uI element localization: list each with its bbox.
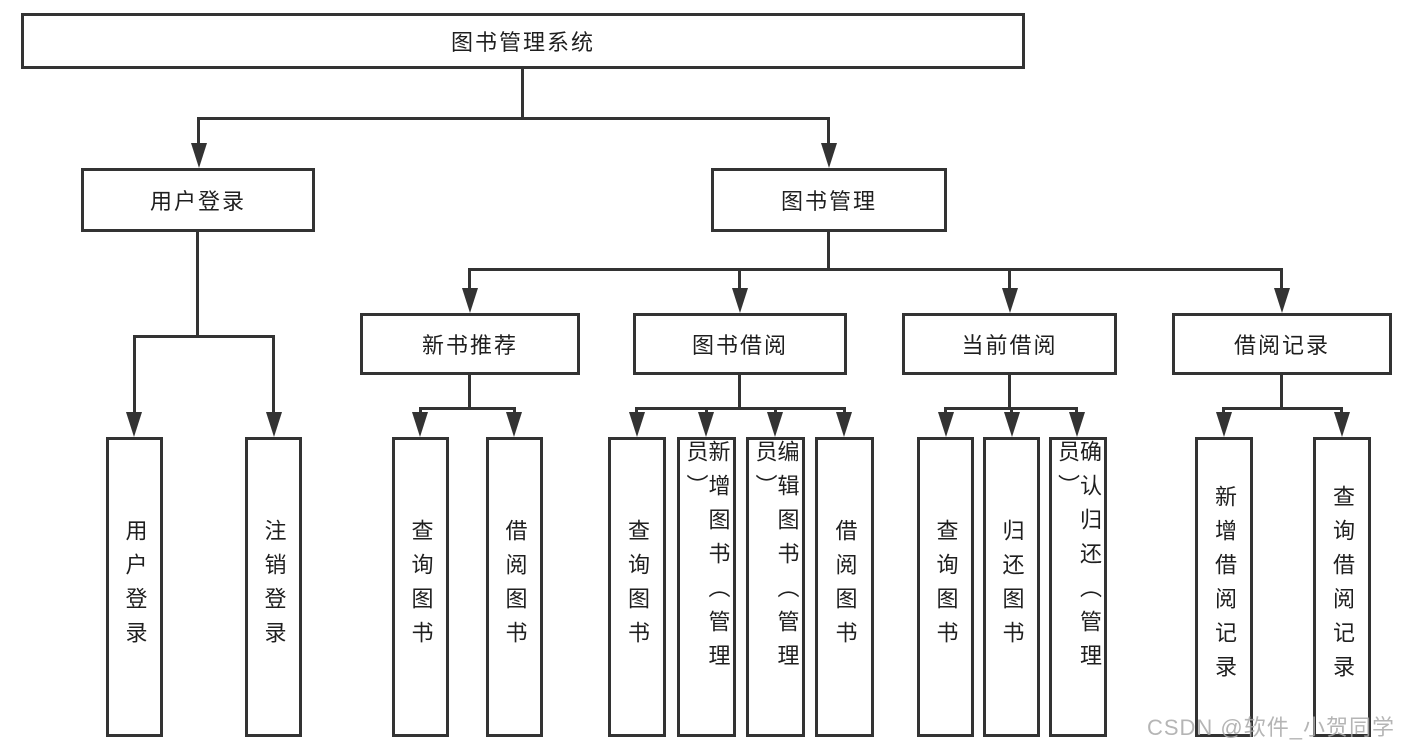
arrowhead-down-icon: [938, 412, 954, 437]
node-leaf-borrow-book-1: 借阅图书: [486, 437, 543, 737]
node-new-book-recommend: 新书推荐: [360, 313, 580, 375]
arrowhead-down-icon: [836, 412, 852, 437]
connector-line: [827, 232, 830, 270]
arrowhead-down-icon: [1334, 412, 1350, 437]
csdn-watermark: CSDN @软件_小贺同学: [1146, 715, 1395, 740]
connector-line: [738, 268, 741, 292]
connector-line: [468, 375, 471, 409]
connector-line: [272, 335, 275, 417]
leaf-label: 查询图书: [625, 519, 650, 655]
node-borrow-record: 借阅记录: [1172, 313, 1392, 375]
leaf-label: 编辑图书（管理员）: [752, 440, 800, 678]
arrowhead-down-icon: [506, 412, 522, 437]
leaf-label: 注销登录: [261, 519, 287, 655]
arrowhead-down-icon: [266, 412, 282, 437]
connector-line: [468, 268, 471, 292]
arrowhead-down-icon: [412, 412, 428, 437]
connector-line: [1222, 407, 1342, 410]
leaf-label: 用户登录: [122, 519, 148, 655]
node-leaf-user-login: 用户登录: [106, 437, 163, 737]
leaf-label: 借阅图书: [502, 519, 528, 655]
leaf-label: 查询图书: [933, 519, 959, 655]
node-root: 图书管理系统: [21, 13, 1025, 69]
connector-line: [738, 375, 741, 409]
connector-line: [197, 117, 830, 120]
connector-line: [133, 335, 136, 417]
connector-line: [1280, 268, 1283, 292]
node-leaf-logout: 注销登录: [245, 437, 302, 737]
node-leaf-add-book: 新增图书（管理员）: [677, 437, 736, 737]
node-leaf-borrow-book-2: 借阅图书: [815, 437, 874, 737]
connector-line: [196, 232, 199, 336]
leaf-label: 查询图书: [408, 519, 434, 655]
arrowhead-down-icon: [462, 288, 478, 313]
node-book-management: 图书管理: [711, 168, 947, 232]
connector-line: [635, 407, 845, 410]
arrowhead-down-icon: [191, 143, 207, 168]
node-current-borrow: 当前借阅: [902, 313, 1117, 375]
leaf-label: 新增图书（管理员）: [683, 440, 731, 678]
node-leaf-add-borrow-record: 新增借阅记录: [1195, 437, 1253, 737]
arrowhead-down-icon: [732, 288, 748, 313]
arrowhead-down-icon: [126, 412, 142, 437]
connector-line: [468, 268, 1283, 271]
node-user-login: 用户登录: [81, 168, 315, 232]
node-leaf-query-borrow-record: 查询借阅记录: [1313, 437, 1371, 737]
arrowhead-down-icon: [698, 412, 714, 437]
connector-line: [521, 68, 524, 120]
connector-line: [419, 407, 516, 410]
node-leaf-query-book-2: 查询图书: [608, 437, 666, 737]
arrowhead-down-icon: [821, 143, 837, 168]
leaf-label: 新增借阅记录: [1212, 485, 1237, 689]
node-leaf-confirm-return: 确认归还（管理员）: [1049, 437, 1107, 737]
connector-line: [1280, 375, 1283, 409]
connector-line: [197, 117, 200, 147]
arrowhead-down-icon: [629, 412, 645, 437]
connector-line: [1008, 375, 1011, 409]
leaf-label: 查询借阅记录: [1330, 485, 1355, 689]
connector-line: [827, 117, 830, 147]
arrowhead-down-icon: [1216, 412, 1232, 437]
arrowhead-down-icon: [1004, 412, 1020, 437]
node-leaf-query-book-1: 查询图书: [392, 437, 449, 737]
connector-line: [1008, 268, 1011, 292]
node-leaf-query-book-3: 查询图书: [917, 437, 974, 737]
arrowhead-down-icon: [1002, 288, 1018, 313]
node-book-borrow: 图书借阅: [633, 313, 847, 375]
arrowhead-down-icon: [767, 412, 783, 437]
node-leaf-edit-book: 编辑图书（管理员）: [746, 437, 805, 737]
leaf-label: 归还图书: [999, 519, 1025, 655]
arrowhead-down-icon: [1274, 288, 1290, 313]
arrowhead-down-icon: [1069, 412, 1085, 437]
leaf-label: 借阅图书: [832, 519, 858, 655]
node-leaf-return-book: 归还图书: [983, 437, 1040, 737]
leaf-label: 确认归还（管理员）: [1055, 440, 1102, 678]
connector-line: [133, 335, 275, 338]
